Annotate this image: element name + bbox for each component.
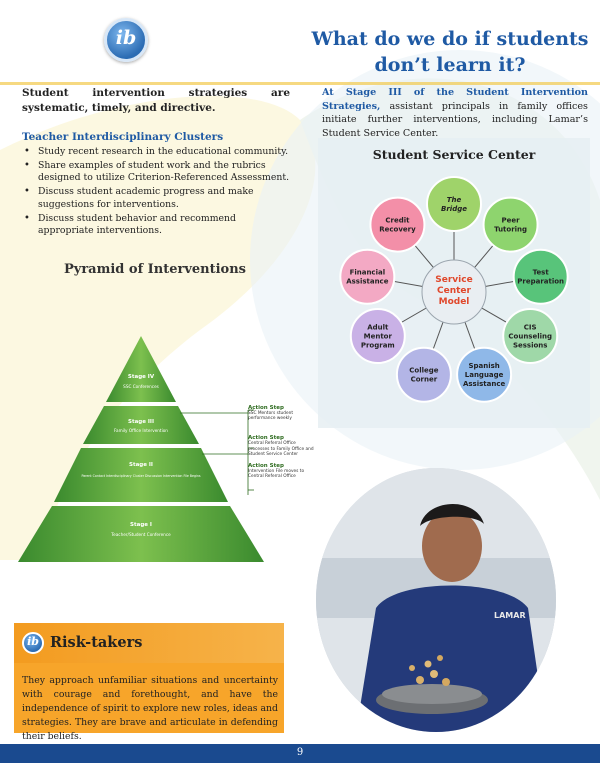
- action-step-title: Action Step: [248, 405, 284, 411]
- top-band: [0, 0, 600, 22]
- photo-illustration: LAMAR: [316, 468, 556, 732]
- hub-label: Model: [439, 297, 470, 307]
- ssc-node-label: Assistance: [463, 380, 506, 388]
- pyramid-tier-2: [54, 448, 228, 502]
- ssc-node-circle: [395, 346, 452, 403]
- ssc-node-label: Test: [533, 269, 550, 277]
- pyramid-tier-1: [18, 506, 264, 562]
- ssc-node-label: Preparation: [517, 278, 564, 286]
- action-step-title: Action Step: [248, 435, 284, 442]
- ssc-node-label: Program: [361, 342, 395, 350]
- ssc-node-label: Assistance: [346, 278, 389, 286]
- action-step-text: SSC Mentors student performance weekly: [248, 411, 294, 422]
- pyramid-diagram: Stage IV SSC Conferences Stage III Famil…: [18, 336, 264, 562]
- action-step: Action Step Central Referral Office proc…: [248, 435, 318, 457]
- ib-small-logo-text: ib: [27, 635, 39, 648]
- ssc-node-label: Sessions: [513, 342, 547, 350]
- list-item: Discuss student behavior and recommend a…: [22, 213, 292, 238]
- headline-line-2: don’t learn it?: [374, 54, 526, 76]
- stage-3-name: Stage III: [128, 419, 154, 425]
- action-step-title: Action Step: [248, 463, 284, 470]
- ib-small-logo: ib: [22, 632, 44, 654]
- stage-4-detail: SSC Conferences: [123, 384, 159, 389]
- page-headline: What do we do if students don’t learn it…: [300, 26, 600, 78]
- pyramid-tier-3: [83, 406, 199, 444]
- stage-3-detail: Family Office Intervention: [114, 428, 168, 433]
- ssc-node-label: CIS: [524, 324, 537, 332]
- hub-circle: [421, 259, 487, 325]
- stage-1-detail: Teacher/Student Conference: [110, 532, 171, 537]
- clusters-list: Study recent research in the educational…: [22, 146, 292, 239]
- risk-title: Risk-takers: [50, 634, 143, 651]
- ssc-node-label: Spanish: [468, 362, 499, 370]
- risk-text: They approach unfamiliar situations and …: [22, 675, 278, 742]
- list-item: Discuss student academic progress and ma…: [22, 186, 292, 211]
- student-photo: LAMAR: [316, 468, 556, 732]
- clusters-title: Teacher Interdisciplinary Clusters: [22, 131, 224, 143]
- ssc-node-label: Recovery: [379, 226, 416, 234]
- stage-1-name: Stage I: [130, 522, 152, 528]
- risk-header-band: [14, 623, 284, 663]
- action-step-text: Intervention File moves to Central Refer…: [248, 469, 305, 480]
- ssc-node-circle: [349, 308, 406, 364]
- pyramid-tier-4: [106, 336, 176, 402]
- ib-world-school-logo: ib: [104, 18, 148, 62]
- stage-2-name: Stage II: [129, 462, 153, 468]
- ssc-node-circle: [502, 308, 559, 364]
- ssc-node-label: Peer: [502, 217, 521, 225]
- ssc-node-circle: [482, 196, 539, 253]
- stage-4-name: Stage IV: [128, 374, 155, 380]
- action-steps: Action Step SSC Mentors student performa…: [248, 405, 318, 483]
- ssc-node-label: College: [409, 367, 439, 375]
- ssc-node-label: Tutoring: [494, 226, 527, 234]
- list-item: Share examples of student work and the r…: [22, 160, 292, 185]
- intro-text: Student intervention strategies are syst…: [22, 87, 290, 114]
- ssc-node-label: Bridge: [441, 205, 467, 213]
- stage-2-detail: Parent Contact Interdisciplinary Cluster…: [81, 474, 200, 478]
- list-item: Study recent research in the educational…: [22, 146, 292, 159]
- action-step-text: Central Referral Office processes to Fam…: [248, 441, 314, 457]
- ssc-node-label: Adult: [367, 324, 389, 332]
- ssc-node-circle: [512, 248, 569, 305]
- ssc-node-circle: [426, 176, 482, 232]
- ssc-node-label: Financial: [350, 269, 386, 277]
- footer-bar: 9: [0, 744, 600, 763]
- ssc-node-label: The: [447, 196, 462, 204]
- ssc-node-circle: [339, 248, 396, 305]
- right-intro-highlight: At Stage III of the Student Intervention…: [322, 87, 588, 112]
- action-step: Action Step SSC Mentors student performa…: [248, 405, 318, 421]
- risk-takers-box: ib Risk-takers They approach unfamiliar …: [14, 623, 284, 742]
- ssc-node-label: Counseling: [508, 333, 552, 341]
- top-stripe: [0, 82, 600, 85]
- ssc-node-label: Mentor: [364, 333, 393, 341]
- hub-label: Center: [437, 286, 472, 296]
- shirt-text: LAMAR: [494, 611, 526, 620]
- ssc-title: Student Service Center: [372, 147, 536, 162]
- hub-label: Service: [435, 275, 472, 285]
- action-step: Action Step Intervention File moves to C…: [248, 463, 318, 479]
- right-intro: At Stage III of the Student Intervention…: [322, 86, 588, 140]
- page-number: 9: [296, 747, 304, 758]
- headline-line-1: What do we do if students: [311, 28, 589, 50]
- ssc-node-label: Language: [465, 371, 504, 379]
- ssc-node-circle: [369, 196, 426, 253]
- pyramid-title: Pyramid of Interventions: [63, 262, 247, 277]
- ssc-node-label: Credit: [385, 217, 410, 225]
- ssc-node-circle: [456, 346, 513, 403]
- right-intro-rest: assistant principals in family offices i…: [322, 100, 588, 139]
- ssc-node-label: Corner: [411, 376, 438, 384]
- ib-logo-text: ib: [115, 27, 137, 49]
